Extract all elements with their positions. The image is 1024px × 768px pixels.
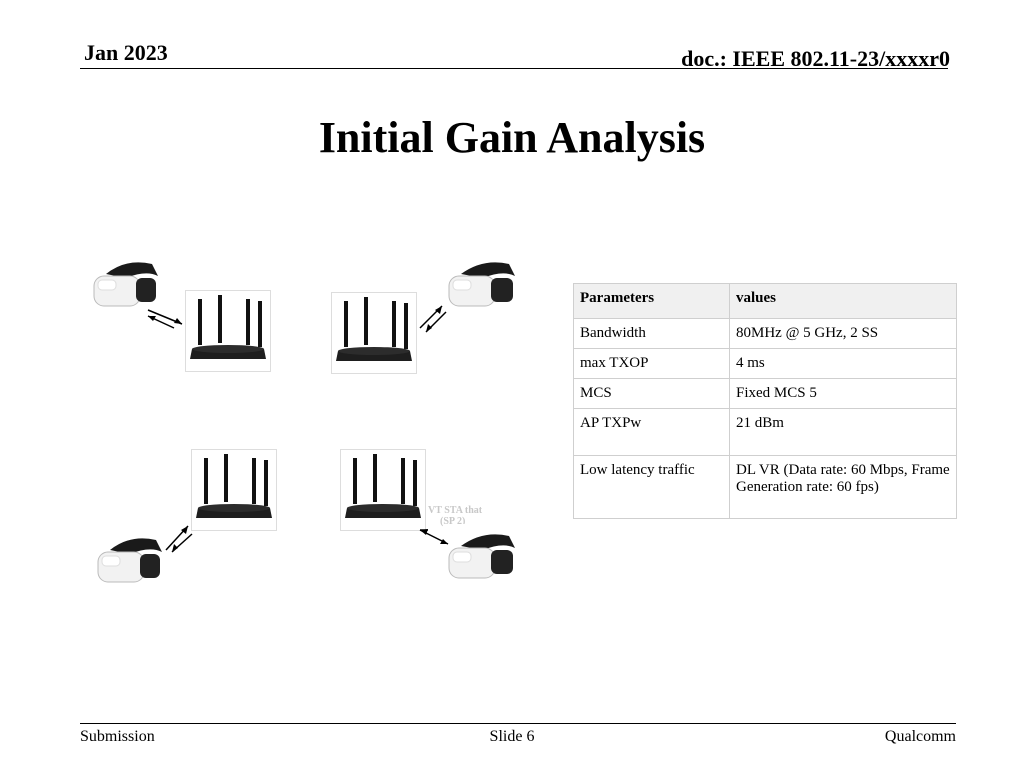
table-row: AP TXPw 21 dBm [573, 408, 957, 456]
table-row: MCS Fixed MCS 5 [573, 378, 957, 409]
table-header-cell: values [729, 283, 957, 319]
table-cell: Low latency traffic [573, 455, 730, 519]
table-cell: max TXOP [573, 348, 730, 379]
bidirectional-arrow-icon-4 [419, 529, 449, 545]
vr-headset-image-2 [443, 252, 521, 322]
table-header-row: Parameters values [573, 283, 957, 319]
table-cell: Fixed MCS 5 [729, 378, 957, 409]
table-cell: 4 ms [729, 348, 957, 379]
router-image-2 [331, 292, 417, 374]
vr-headset-image-3 [90, 528, 168, 598]
slide-title: Initial Gain Analysis [318, 113, 706, 162]
footer-company: Qualcomm [884, 728, 956, 745]
header-doc-id: doc.: IEEE 802.11-23/xxxxr0 [681, 46, 950, 71]
header-rule [80, 68, 948, 69]
bidirectional-arrow-icon-1 [147, 309, 183, 329]
table-cell: Bandwidth [573, 318, 730, 349]
bidirectional-arrow-icon-2 [419, 305, 447, 333]
vr-headset-image-1 [86, 250, 164, 320]
table-row: max TXOP 4 ms [573, 348, 957, 379]
header-date: Jan 2023 [84, 40, 168, 65]
footer-submission: Submission [80, 728, 155, 745]
faint-label-2: (SP 2) [440, 516, 466, 527]
bidirectional-arrow-icon-3 [165, 525, 193, 553]
table-row: Bandwidth 80MHz @ 5 GHz, 2 SS [573, 318, 957, 349]
footer-slide-number: Slide 6 [489, 728, 535, 745]
table-cell: 21 dBm [729, 408, 957, 456]
router-image-3 [191, 449, 277, 531]
parameters-table: Parameters values Bandwidth 80MHz @ 5 GH… [573, 283, 957, 519]
table-cell: 80MHz @ 5 GHz, 2 SS [729, 318, 957, 349]
table-row: Low latency traffic DL VR (Data rate: 60… [573, 455, 957, 519]
faint-label-1: VT STA that [428, 505, 483, 516]
table-cell: MCS [573, 378, 730, 409]
footer-rule [80, 723, 956, 724]
router-image-1 [185, 290, 271, 372]
router-image-4 [340, 449, 426, 531]
table-cell: AP TXPw [573, 408, 730, 456]
table-cell: DL VR (Data rate: 60 Mbps, Frame Generat… [729, 455, 957, 519]
vr-headset-image-4 [443, 524, 521, 594]
table-header-cell: Parameters [573, 283, 730, 319]
